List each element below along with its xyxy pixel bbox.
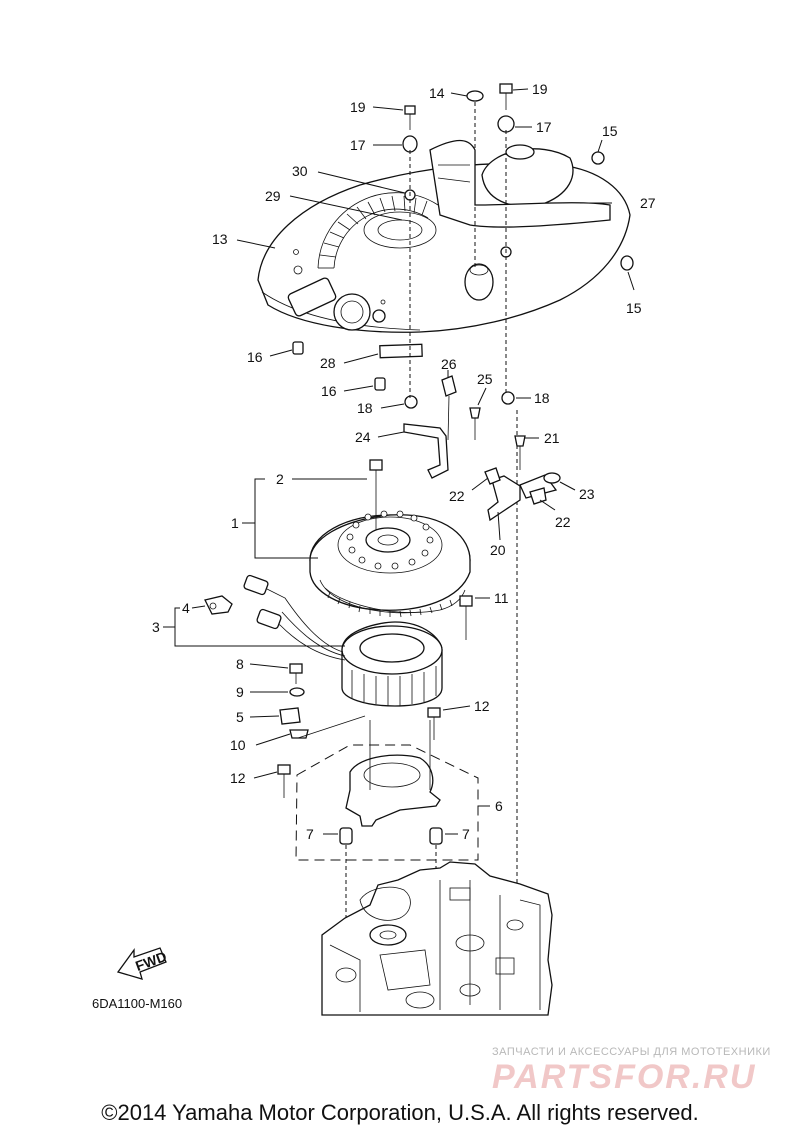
callout-16-left: 16 [247, 349, 263, 365]
callout-26: 26 [441, 356, 457, 372]
callout-1: 1 [231, 515, 239, 531]
watermark-tagline: ЗАПЧАСТИ И АКСЕССУАРЫ ДЛЯ МОТОТЕХНИКИ [492, 1046, 771, 1058]
callout-18-right: 18 [534, 390, 550, 406]
flywheel-cover [257, 139, 631, 359]
callout-22-left: 22 [449, 488, 465, 504]
callout-8: 8 [236, 656, 244, 672]
callout-6: 6 [495, 798, 503, 814]
callout-17-left: 17 [350, 137, 366, 153]
callout-15-top: 15 [602, 123, 618, 139]
callout-11: 11 [494, 590, 509, 606]
callout-23: 23 [579, 486, 595, 502]
callout-30: 30 [292, 163, 308, 179]
callout-12-left: 12 [230, 770, 246, 786]
flywheel [309, 459, 471, 618]
callout-24: 24 [355, 429, 371, 445]
watermark-brand: PARTSFOR.RU [492, 1058, 757, 1096]
sensor-parts [279, 663, 366, 739]
callout-19-left: 19 [350, 99, 366, 115]
callout-12-right: 12 [474, 698, 490, 714]
callout-2: 2 [276, 471, 284, 487]
callout-21: 21 [544, 430, 560, 446]
callout-9: 9 [236, 684, 244, 700]
stator-base-assembly [277, 707, 479, 861]
callout-18-left: 18 [357, 400, 373, 416]
engine-block [321, 861, 553, 1016]
diagram-code: 6DA1100-M160 [92, 996, 183, 1011]
callout-29: 29 [265, 188, 281, 204]
callout-27: 27 [640, 195, 656, 211]
callout-4: 4 [182, 600, 190, 616]
callout-20: 20 [490, 542, 506, 558]
callout-15-bottom: 15 [626, 300, 642, 316]
callout-25: 25 [477, 371, 493, 387]
callout-22-right: 22 [555, 514, 571, 530]
callout-5: 5 [236, 709, 244, 725]
callout-13: 13 [212, 231, 228, 247]
brackets [403, 375, 561, 522]
callout-7-left: 7 [306, 826, 314, 842]
fwd-arrow-icon: FWD [116, 947, 169, 980]
stator [204, 574, 443, 707]
callout-10: 10 [230, 737, 246, 753]
copyright-footer: ©2014 Yamaha Motor Corporation, U.S.A. A… [101, 1100, 699, 1125]
callout-17-right: 17 [536, 119, 552, 135]
callout-19-right: 19 [532, 81, 548, 97]
bolt-11 [459, 595, 473, 640]
callout-labels: 14 19 19 17 17 15 30 29 27 13 15 16 28 1… [152, 81, 656, 842]
leader-lines [163, 88, 635, 835]
callout-14: 14 [429, 85, 445, 101]
callout-3: 3 [152, 619, 160, 635]
fwd-label: FWD [133, 948, 168, 974]
callout-16-right: 16 [321, 383, 337, 399]
callout-28: 28 [320, 355, 336, 371]
callout-7-right: 7 [462, 826, 470, 842]
